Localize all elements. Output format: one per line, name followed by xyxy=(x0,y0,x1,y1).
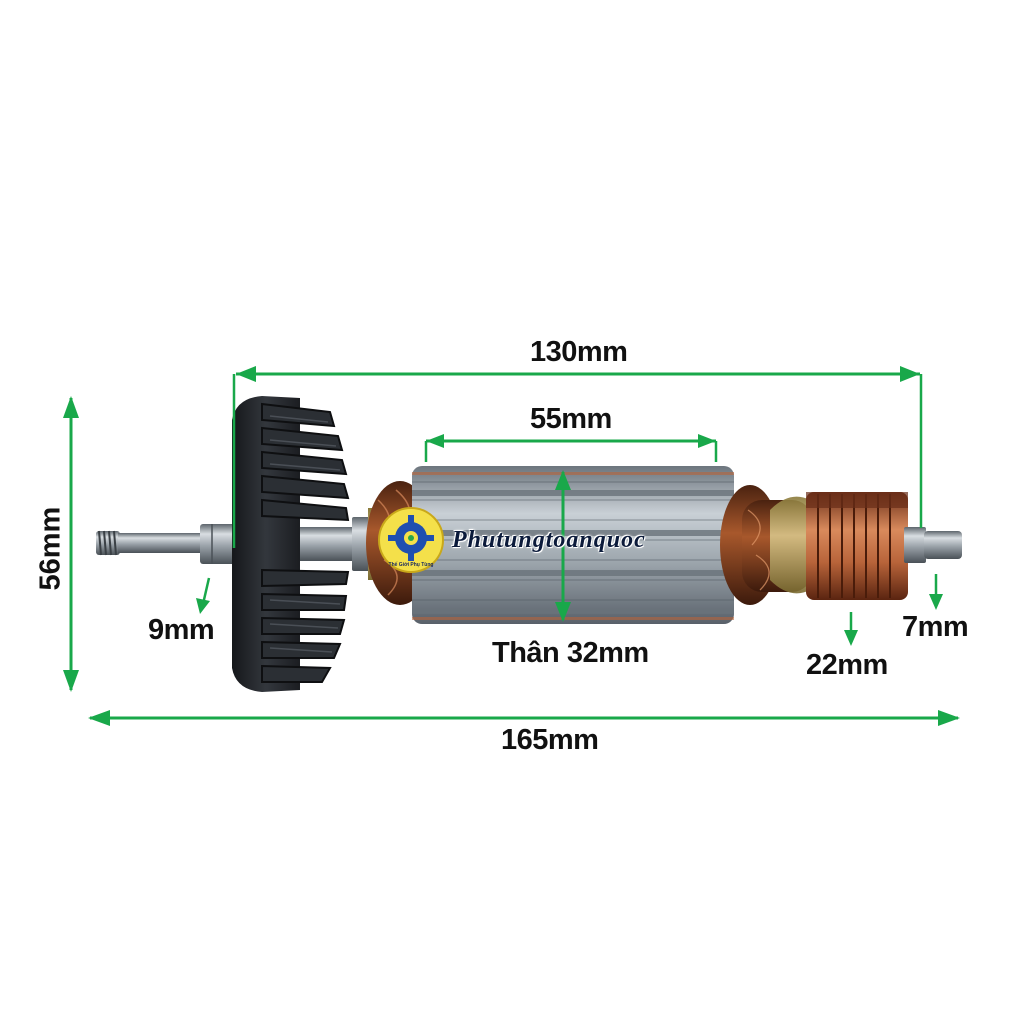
left-shaft xyxy=(96,524,236,564)
label-body-diameter: Thân 32mm xyxy=(492,637,649,669)
watermark-logo-caption: Thế Giới Phụ Tùng xyxy=(388,562,434,568)
commutator xyxy=(806,492,908,600)
label-shaft-left: 9mm xyxy=(148,614,215,646)
label-body-length: 130mm xyxy=(530,336,628,368)
label-core-length: 55mm xyxy=(530,403,612,435)
armature-core xyxy=(412,466,734,624)
label-height: 56mm xyxy=(34,506,67,591)
watermark-brand: Phutungtoanquoc xyxy=(452,527,646,553)
right-windings xyxy=(720,485,812,605)
dimension-lines xyxy=(63,366,960,726)
label-shaft-right: 7mm xyxy=(902,611,969,643)
right-shaft xyxy=(904,527,962,563)
label-commutator: 22mm xyxy=(806,649,888,681)
cooling-fan xyxy=(232,396,350,692)
label-overall-length: 165mm xyxy=(501,724,599,756)
gear-logo-icon xyxy=(378,507,444,573)
